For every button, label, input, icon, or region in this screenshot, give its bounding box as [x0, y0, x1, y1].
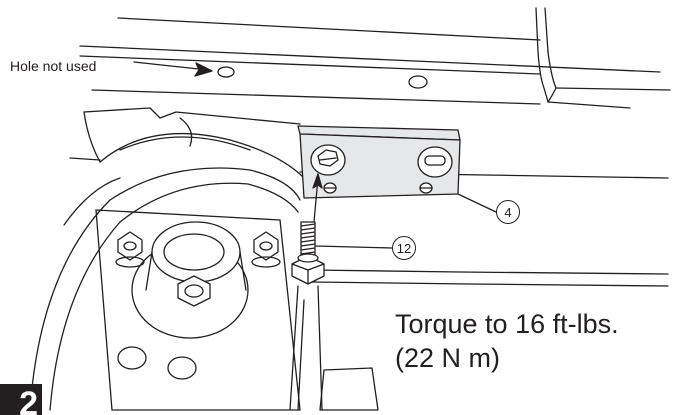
left-bolt: [115, 231, 145, 268]
wrench-extension: [289, 285, 323, 411]
callout-bolt-number: 12: [392, 236, 416, 260]
mount-flange: [83, 107, 305, 179]
pulley: [131, 221, 249, 339]
torque-spec-metric: (22 N m): [395, 343, 501, 373]
hole-leader-arrow: [133, 61, 213, 77]
upper-frame-rail: [79, 7, 671, 109]
hole-not-used-label: Hole not used: [10, 58, 97, 74]
right-bolt: [251, 231, 281, 268]
engine-bracket: [29, 167, 301, 411]
hex-bolt: [291, 221, 393, 285]
step-number-badge: 2: [0, 384, 42, 415]
rail-hole: [408, 75, 428, 89]
unused-hole: [217, 66, 235, 78]
install-arrow: [312, 173, 323, 223]
torque-spec-imperial: Torque to 16 ft-lbs.: [395, 309, 619, 339]
mounting-plate: [297, 125, 497, 213]
callout-bracket-number: 4: [496, 200, 520, 224]
